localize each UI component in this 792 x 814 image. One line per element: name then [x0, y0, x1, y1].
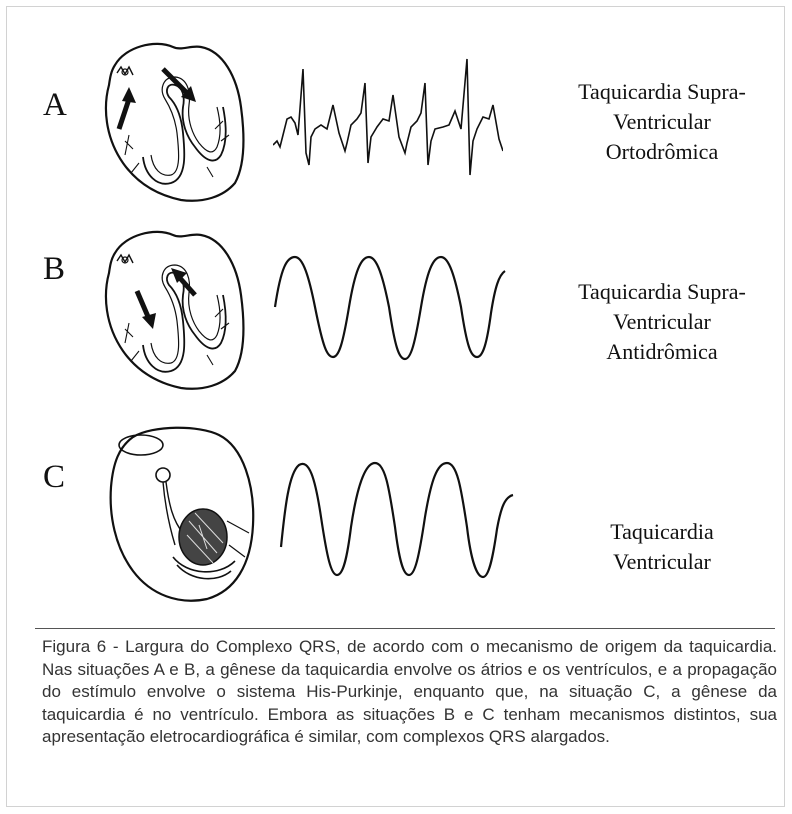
row-b-label-line-1: Taquicardia Supra- — [547, 277, 777, 307]
heart-diagram-c — [103, 425, 263, 605]
row-b-label-line-3: Antidrômica — [547, 337, 777, 367]
row-a-label-line-3: Ortodrômica — [547, 137, 777, 167]
row-b-letter: B — [43, 251, 65, 288]
row-b-label-line-2: Ventricular — [547, 307, 777, 337]
ecg-trace-a — [273, 55, 503, 185]
heart-diagram-b — [95, 225, 255, 395]
row-c-label: Taquicardia Ventricular — [547, 517, 777, 577]
heart-diagram-a — [95, 37, 255, 207]
row-a-label-line-1: Taquicardia Supra- — [547, 77, 777, 107]
figure-caption: Figura 6 - Largura do Complexo QRS, de a… — [42, 636, 777, 749]
row-a-label: Taquicardia Supra- Ventricular Ortodrômi… — [547, 77, 777, 167]
caption-divider — [35, 628, 775, 629]
arrow-up-icon — [122, 87, 136, 103]
row-a-letter: A — [43, 87, 67, 124]
figure-frame: A Taquicardia Supra- Ventricular Ortodrô… — [6, 6, 785, 807]
ecg-trace-b — [273, 247, 509, 367]
row-c-label-line-1: Taquicardia — [547, 517, 777, 547]
arrow-down-icon — [142, 313, 156, 329]
row-c-label-line-2: Ventricular — [547, 547, 777, 577]
row-b-label: Taquicardia Supra- Ventricular Antidrômi… — [547, 277, 777, 367]
row-a-label-line-2: Ventricular — [547, 107, 777, 137]
ecg-trace-c — [279, 447, 517, 587]
row-c-letter: C — [43, 459, 65, 496]
